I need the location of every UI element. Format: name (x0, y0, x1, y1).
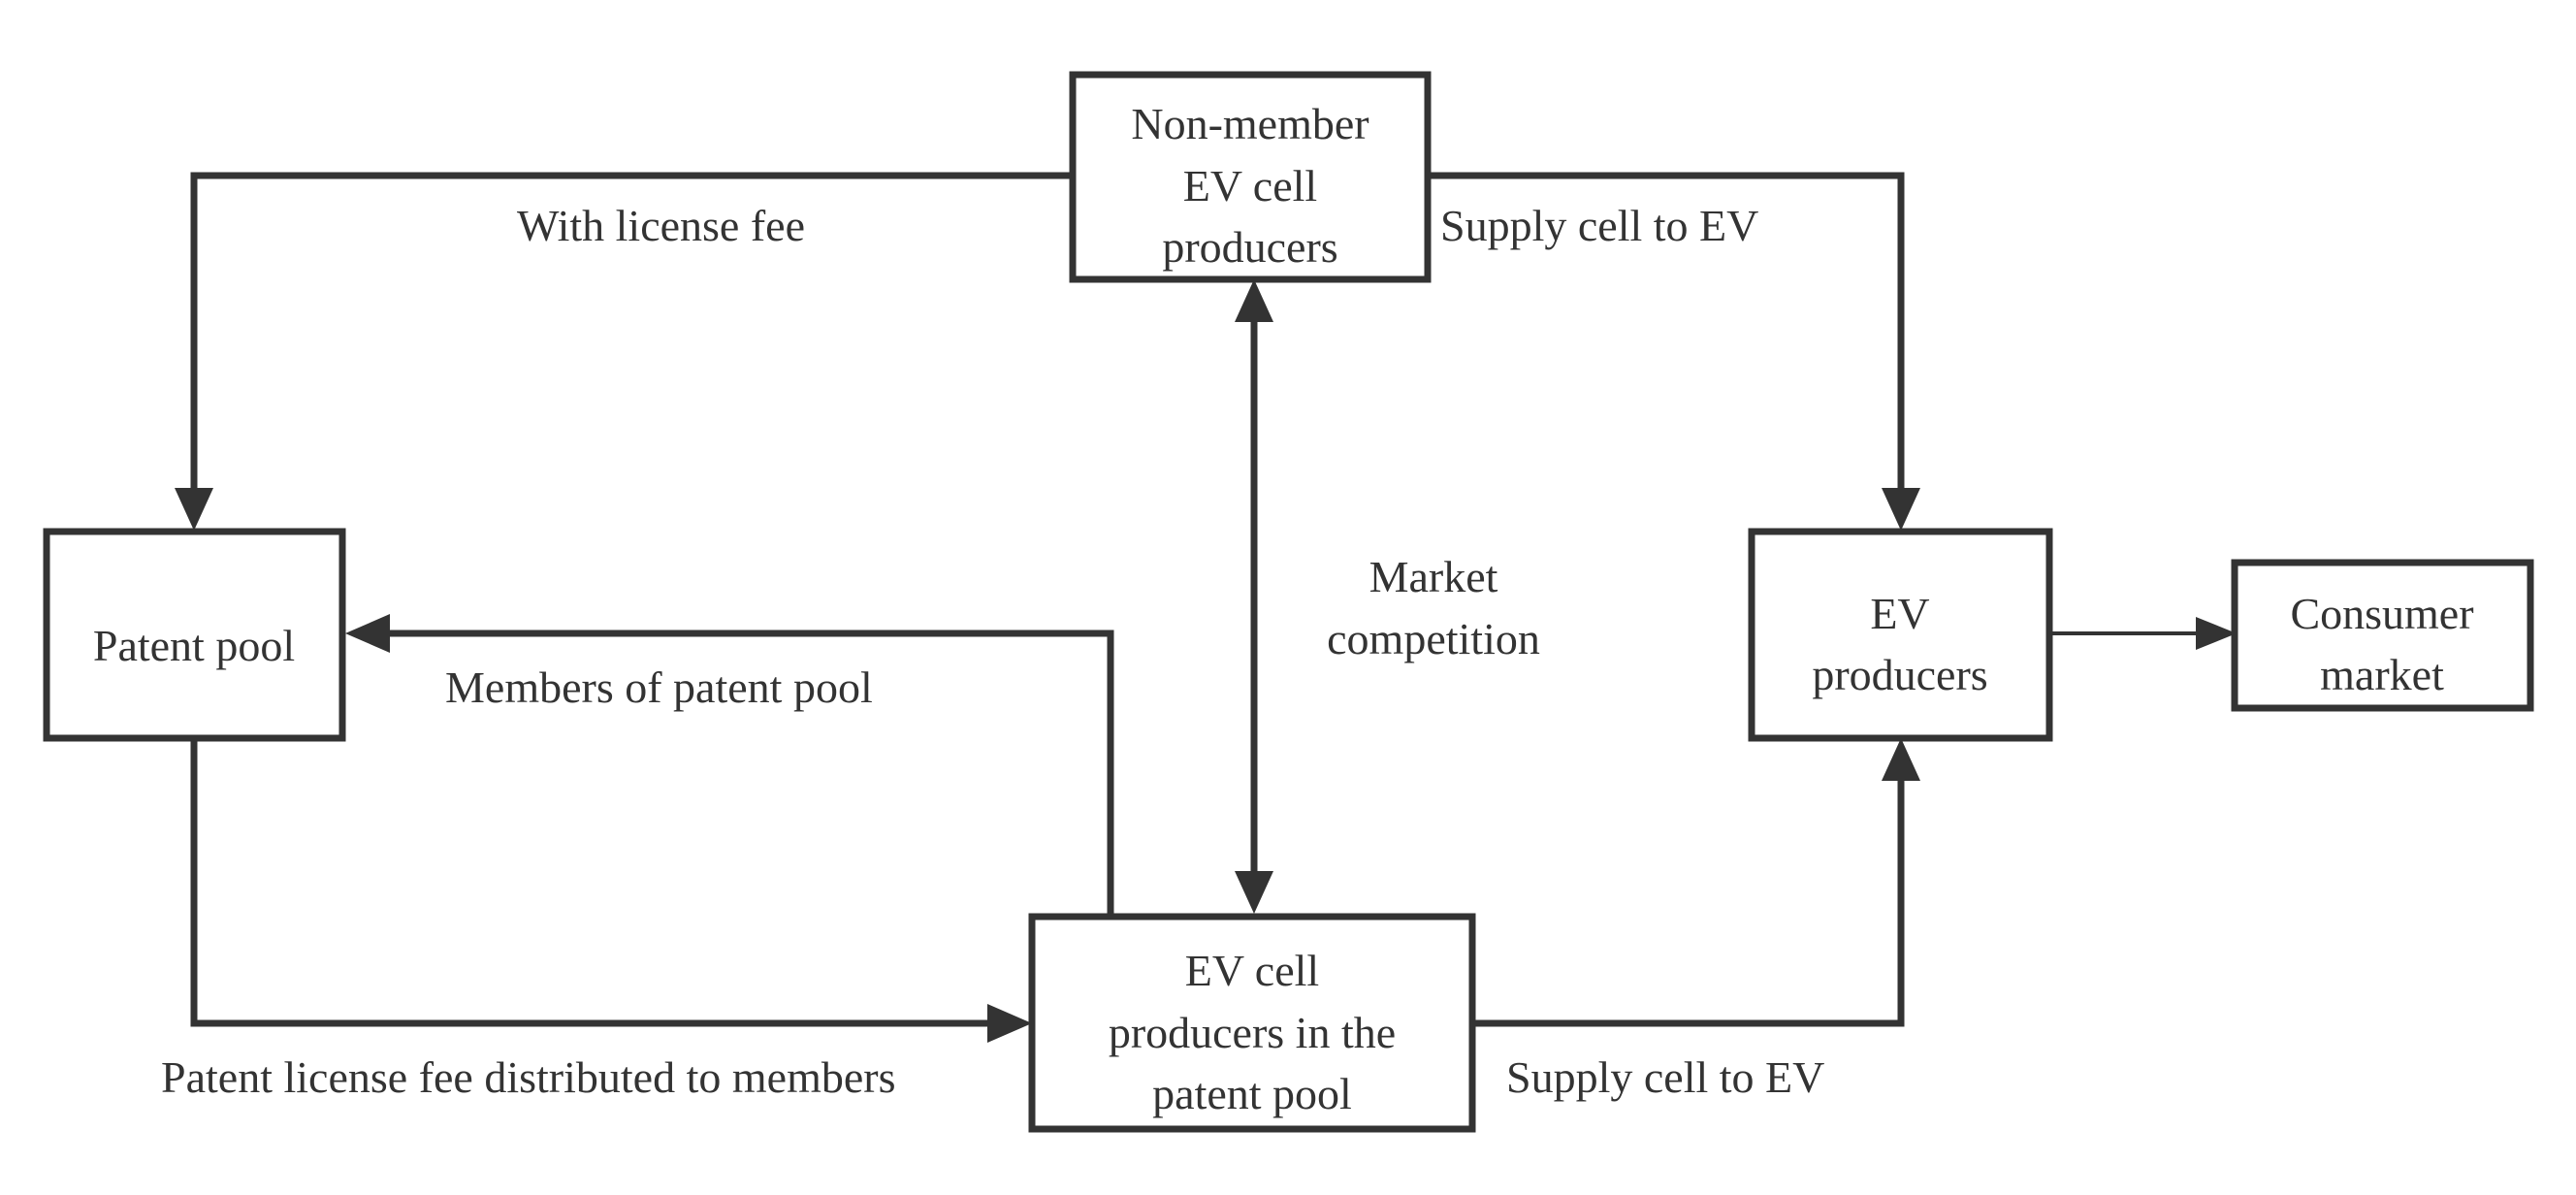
node-members-producers: EV cell producers in the patent pool (1028, 913, 1476, 1133)
arrowhead-up-icon (1882, 738, 1920, 781)
node-label-line: EV cell (1183, 161, 1317, 210)
node-label-line: EV (1870, 589, 1929, 638)
node-label-line: market (2320, 650, 2444, 699)
node-label-line: producers in the (1109, 1008, 1396, 1057)
edge-label-license-fee: With license fee (517, 201, 805, 250)
node-label-line: producers (1162, 222, 1337, 272)
edge-label-members-of-pool: Members of patent pool (445, 662, 873, 712)
edge-supply-top (1428, 172, 1920, 531)
edge-to-consumer (2051, 617, 2237, 650)
edge-supply-bottom (1473, 738, 1920, 1027)
edge-members-of-pool (345, 614, 1114, 915)
arrowhead-up-icon (1235, 279, 1273, 322)
node-patent-pool: Patent pool (43, 528, 346, 742)
node-consumer-market: Consumer market (2231, 559, 2534, 712)
arrowhead-down-icon (1882, 488, 1920, 531)
edge-label-supply-top: Supply cell to EV (1440, 201, 1758, 250)
edge-label-supply-bottom: Supply cell to EV (1506, 1052, 1824, 1102)
node-label-line: Consumer (2290, 589, 2473, 638)
edge-label-competition-line: competition (1327, 614, 1540, 663)
arrowhead-down-icon (175, 488, 213, 531)
edge-label-fee-distributed: Patent license fee distributed to member… (161, 1052, 896, 1102)
node-label-line: Patent pool (93, 621, 295, 670)
node-ev-producers: EV producers (1748, 528, 2053, 742)
edge-market-competition (1235, 279, 1273, 914)
arrowhead-right-icon (2196, 617, 2237, 650)
edge-fee-distributed (190, 740, 1032, 1043)
arrowhead-down-icon (1235, 871, 1273, 914)
edge-label-competition-line: Market (1369, 552, 1498, 601)
node-label-line: producers (1812, 650, 1987, 699)
node-label-line: EV cell (1185, 946, 1319, 995)
node-label-line: patent pool (1152, 1069, 1352, 1118)
node-label-line: Non-member (1131, 99, 1368, 148)
node-non-member-producers: Non-member EV cell producers (1069, 71, 1432, 283)
arrowhead-right-icon (987, 1004, 1032, 1043)
edge-license-fee (175, 172, 1073, 531)
arrowhead-left-icon (345, 614, 390, 653)
